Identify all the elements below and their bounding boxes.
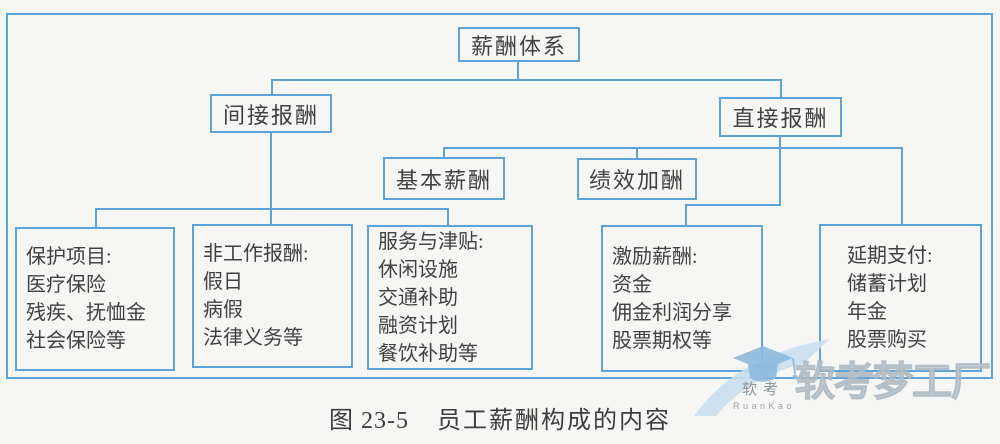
connector-line bbox=[95, 208, 449, 210]
leaf-item: 股票购买 bbox=[847, 329, 927, 351]
connector-line bbox=[443, 147, 903, 149]
node-direct-compensation: 直接报酬 bbox=[719, 97, 842, 137]
leaf-item: 融资计划 bbox=[378, 314, 458, 337]
leaf-item: 病假 bbox=[203, 299, 243, 321]
node-indirect-compensation: 间接报酬 bbox=[210, 94, 332, 133]
leaf-protection-items: 保护项目: 医疗保险 残疾、抚恤金 社会保险等 bbox=[15, 227, 175, 371]
connector-line bbox=[685, 204, 687, 226]
leaf-item: 法律义务等 bbox=[203, 327, 303, 349]
diagram-outer-border bbox=[6, 13, 993, 379]
leaf-title: 激励薪酬: bbox=[612, 245, 698, 268]
node-base-salary: 基本薪酬 bbox=[383, 157, 505, 200]
connector-line bbox=[271, 79, 273, 95]
leaf-non-work-compensation: 非工作报酬: 假日 病假 法律义务等 bbox=[192, 224, 353, 368]
node-label: 绩效加酬 bbox=[588, 168, 685, 193]
leaf-title: 非工作报酬: bbox=[203, 243, 309, 265]
leaf-item: 储蓄计划 bbox=[847, 273, 927, 295]
connector-line bbox=[270, 132, 272, 210]
node-compensation-system: 薪酬体系 bbox=[458, 27, 580, 62]
leaf-item: 年金 bbox=[847, 301, 887, 323]
connector-line bbox=[271, 79, 782, 81]
connector-line bbox=[95, 208, 97, 228]
leaf-item: 交通补助 bbox=[378, 286, 458, 309]
connector-line bbox=[636, 147, 638, 159]
connector-line bbox=[443, 147, 445, 158]
leaf-services-allowances: 服务与津贴: 休闲设施 交通补助 融资计划 餐饮补助等 bbox=[367, 225, 533, 370]
figure-title: 员工薪酬构成的内容 bbox=[437, 408, 671, 434]
connector-line bbox=[270, 208, 272, 225]
node-label: 间接报酬 bbox=[222, 102, 319, 128]
svg-text:软考: 软考 bbox=[742, 381, 784, 398]
node-label: 直接报酬 bbox=[732, 106, 829, 131]
leaf-title: 保护项目: bbox=[26, 246, 112, 268]
leaf-item: 佣金利润分享 bbox=[612, 301, 732, 324]
node-label: 薪酬体系 bbox=[470, 33, 567, 59]
leaf-title: 服务与津贴: bbox=[378, 230, 484, 253]
leaf-item: 餐饮补助等 bbox=[378, 342, 478, 365]
connector-line bbox=[780, 79, 782, 98]
connector-line bbox=[517, 62, 519, 81]
connector-line bbox=[901, 147, 903, 225]
node-performance-pay: 绩效加酬 bbox=[577, 158, 697, 200]
figure-caption: 图 23-5 员工薪酬构成的内容 bbox=[0, 400, 1000, 435]
leaf-title: 延期支付: bbox=[847, 245, 933, 267]
leaf-item: 股票期权等 bbox=[612, 329, 712, 352]
leaf-item: 资金 bbox=[612, 273, 652, 296]
figure-number: 图 23-5 bbox=[329, 408, 409, 434]
leaf-incentive-pay: 激励薪酬: 资金 佣金利润分享 股票期权等 bbox=[601, 225, 763, 372]
connector-line bbox=[685, 204, 781, 206]
node-label: 基本薪酬 bbox=[395, 167, 492, 193]
connector-line bbox=[447, 208, 449, 226]
leaf-item: 假日 bbox=[203, 271, 243, 293]
leaf-item: 残疾、抚恤金 bbox=[26, 302, 146, 324]
leaf-item: 医疗保险 bbox=[26, 274, 106, 296]
leaf-deferred-payment: 延期支付: 储蓄计划 年金 股票购买 bbox=[819, 224, 982, 372]
connector-line bbox=[779, 136, 781, 206]
leaf-item: 社会保险等 bbox=[26, 330, 126, 352]
leaf-item: 休闲设施 bbox=[378, 258, 458, 281]
